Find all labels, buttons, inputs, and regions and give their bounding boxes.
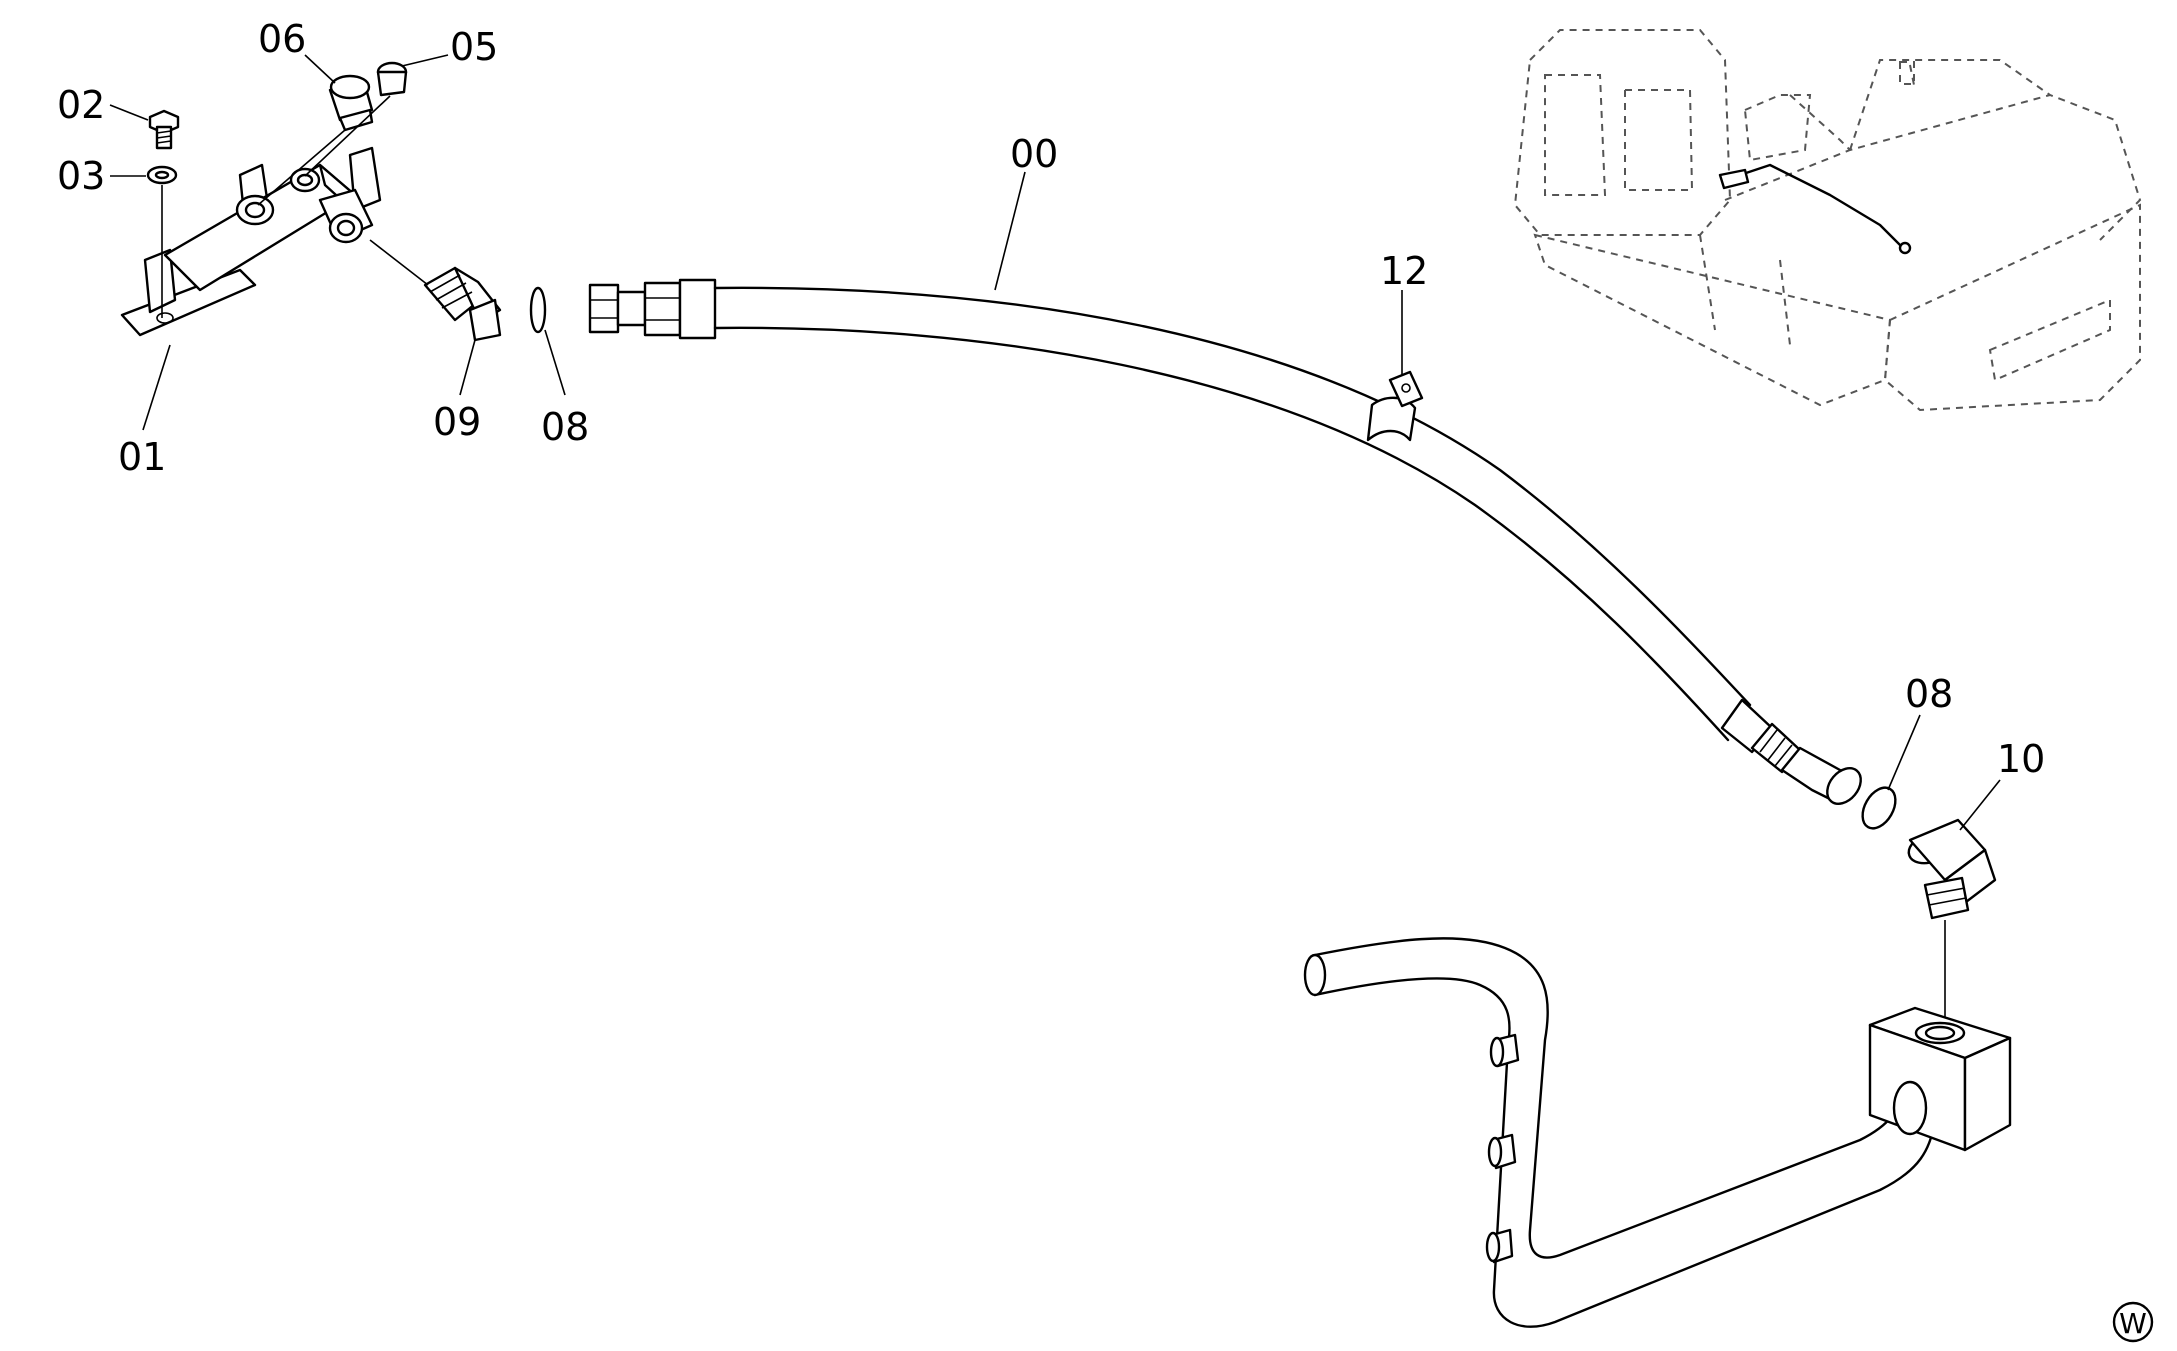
view-marker-letter: W bbox=[2119, 1307, 2147, 1340]
manifold-block-part-01 bbox=[120, 146, 382, 337]
steel-pipe-assembly bbox=[1303, 937, 2012, 1328]
label-part-02: 02 bbox=[57, 83, 105, 127]
label-part-01: 01 bbox=[118, 435, 166, 479]
label-part-09: 09 bbox=[433, 400, 481, 444]
label-part-08-left: 08 bbox=[541, 405, 589, 449]
plug-part-05 bbox=[376, 61, 408, 97]
plug-part-06 bbox=[328, 74, 374, 132]
label-part-12: 12 bbox=[1380, 249, 1428, 293]
bolt-part-02 bbox=[148, 109, 180, 150]
elbow-fitting-part-09 bbox=[423, 266, 502, 342]
elbow-fitting-part-10 bbox=[1907, 818, 1997, 920]
label-part-00: 00 bbox=[1010, 132, 1058, 176]
label-part-05: 05 bbox=[450, 25, 498, 69]
view-marker: W bbox=[2112, 1301, 2154, 1343]
label-part-08-right: 08 bbox=[1905, 672, 1953, 716]
leader-lines bbox=[109, 54, 2001, 831]
plug-05-axis bbox=[304, 95, 391, 177]
o-ring-part-08-right bbox=[1861, 786, 1897, 830]
washer-part-03 bbox=[146, 165, 178, 185]
plug-06-axis bbox=[257, 129, 346, 206]
excavator-overview bbox=[1513, 29, 2142, 412]
part-labels: 00 01 02 03 05 06 08 09 12 08 10 bbox=[57, 17, 2045, 781]
o-ring-part-08-left bbox=[529, 286, 547, 334]
label-part-10: 10 bbox=[1997, 737, 2045, 781]
clamp-part-12 bbox=[1366, 370, 1424, 442]
hose-part-00 bbox=[588, 278, 1862, 805]
label-part-03: 03 bbox=[57, 154, 105, 198]
label-part-06: 06 bbox=[258, 17, 306, 61]
fitting-09-axis bbox=[369, 239, 429, 286]
